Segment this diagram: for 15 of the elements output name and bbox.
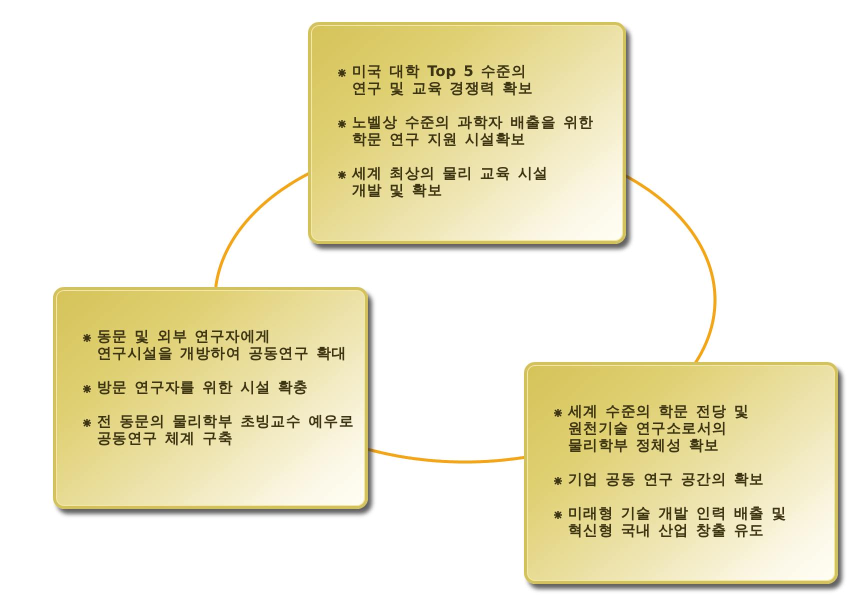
bullet-text: 기업 공동 연구 공간의 확보	[568, 472, 764, 489]
connector-line	[214, 172, 310, 288]
bullet-text: 세계 최상의 물리 교육 시설 개발 및 확보	[352, 166, 550, 200]
bullet-text: 세계 수준의 학문 전당 및 원천기술 연구소로서의 물리학부 정체성 확보	[568, 404, 750, 455]
note-card	[308, 22, 626, 244]
bullet-text: 동문 및 외부 연구자에게 연구시설을 개방하여 공동연구 확대	[97, 329, 348, 363]
bullet-text: 미국 대학 Top 5 수준의 연구 및 교육 경쟁력 확보	[352, 64, 534, 98]
bullet-text: 미래형 기술 개발 인력 배출 및 혁신형 국내 산업 창출 유도	[568, 506, 788, 540]
connector-line	[366, 448, 526, 464]
bullet-text: 노벨상 수준의 과학자 배출을 위한 학문 연구 지원 시설확보	[352, 115, 595, 149]
connector-line	[624, 174, 716, 364]
note-card	[53, 287, 368, 509]
bullet-text: 방문 연구자를 위한 시설 확충	[97, 380, 308, 397]
note-card	[524, 362, 838, 584]
bullet-text: 전 동문의 물리학부 초빙교수 예우로 공동연구 체계 구축	[97, 414, 355, 448]
